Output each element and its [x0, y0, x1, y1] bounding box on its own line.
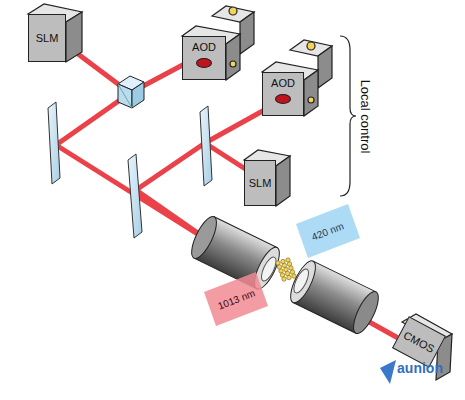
- laser-beams: [56, 42, 398, 338]
- slm-box: SLM: [28, 14, 66, 62]
- aod-box: AOD: [262, 72, 304, 116]
- slm-body: [28, 4, 82, 62]
- laser-tag: [204, 204, 360, 326]
- watermark-icon: [380, 360, 396, 384]
- box-label: SLM: [249, 177, 272, 189]
- mirror: [48, 102, 212, 238]
- aperture: [275, 94, 291, 104]
- box-label: SLM: [36, 32, 59, 44]
- group-label: Local control: [359, 79, 374, 153]
- slm-body: [244, 150, 290, 206]
- atom-array: [276, 258, 296, 281]
- box-label: AOD: [269, 77, 297, 89]
- aperture: [196, 58, 212, 68]
- slm-box: SLM: [244, 160, 276, 206]
- aod-body: [262, 40, 332, 116]
- beam-splitter-cube: [118, 76, 144, 108]
- objective-lens: [286, 258, 383, 337]
- aod-body: [182, 6, 254, 80]
- aod-box: AOD: [182, 36, 226, 80]
- watermark: aunion: [397, 360, 443, 376]
- box-label: CMOS: [402, 329, 437, 355]
- box-label: AOD: [190, 41, 218, 53]
- bracket: [340, 36, 356, 196]
